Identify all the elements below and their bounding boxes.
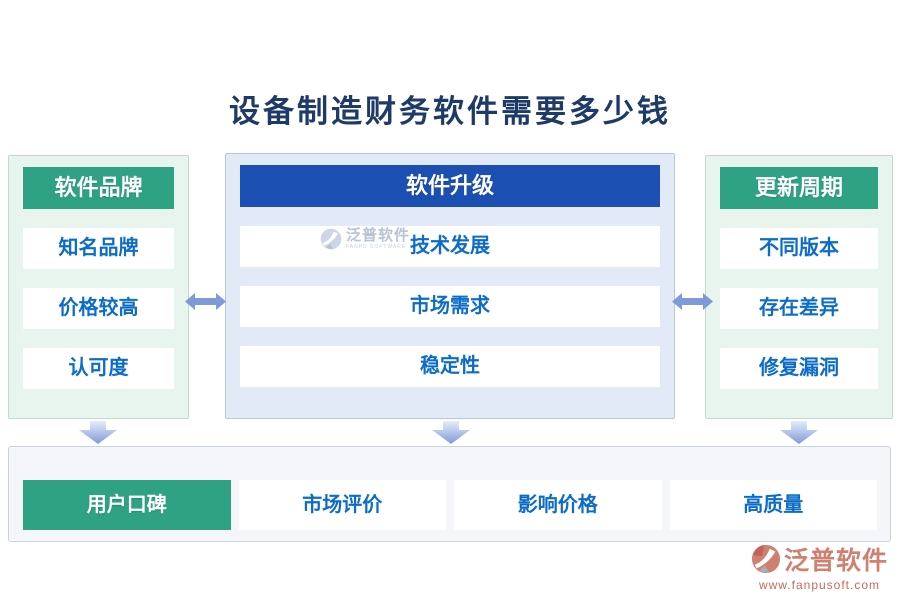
- bottom-summary-bar: 用户口碑 市场评价 影响价格 高质量: [8, 446, 891, 542]
- brand-name: 泛普软件: [783, 548, 888, 575]
- list-item: 认可度: [23, 348, 174, 389]
- list-item: 技术发展: [240, 226, 660, 267]
- list-item: 知名品牌: [23, 228, 174, 269]
- brand-logo: 泛普软件 www.fanpusoft.com: [751, 541, 888, 592]
- brand-url: www.fanpusoft.com: [758, 578, 881, 592]
- down-arrow-icon: [780, 421, 818, 444]
- page-title: 设备制造财务软件需要多少钱: [229, 94, 671, 129]
- bottom-summary-row: 用户口碑 市场评价 影响价格 高质量: [23, 480, 877, 530]
- list-item: 修复漏洞: [720, 348, 878, 389]
- bottom-item-market-review: 市场评价: [238, 480, 446, 530]
- list-item: 稳定性: [240, 346, 660, 387]
- bottom-item-user-reputation: 用户口碑: [23, 480, 231, 530]
- bottom-item-high-quality: 高质量: [669, 480, 877, 530]
- double-arrow-icon: [185, 293, 226, 310]
- column-header: 更新周期: [720, 167, 878, 209]
- list-item: 市场需求: [240, 286, 660, 327]
- brand-logo-row: 泛普软件: [751, 541, 888, 577]
- list-item: 存在差异: [720, 288, 878, 329]
- column-software-upgrade: 软件升级 技术发展 市场需求 稳定性: [225, 153, 675, 419]
- fanpu-logo-icon: [751, 544, 781, 574]
- double-arrow-icon: [672, 293, 713, 310]
- bottom-item-price-impact: 影响价格: [454, 480, 662, 530]
- down-arrow-icon: [79, 421, 117, 444]
- column-header: 软件升级: [240, 165, 660, 207]
- down-arrow-icon: [432, 421, 470, 444]
- list-item: 价格较高: [23, 288, 174, 329]
- list-item: 不同版本: [720, 228, 878, 269]
- column-update-cycle: 更新周期 不同版本 存在差异 修复漏洞: [705, 155, 893, 419]
- column-software-brand: 软件品牌 知名品牌 价格较高 认可度: [8, 155, 189, 419]
- column-header: 软件品牌: [23, 167, 174, 209]
